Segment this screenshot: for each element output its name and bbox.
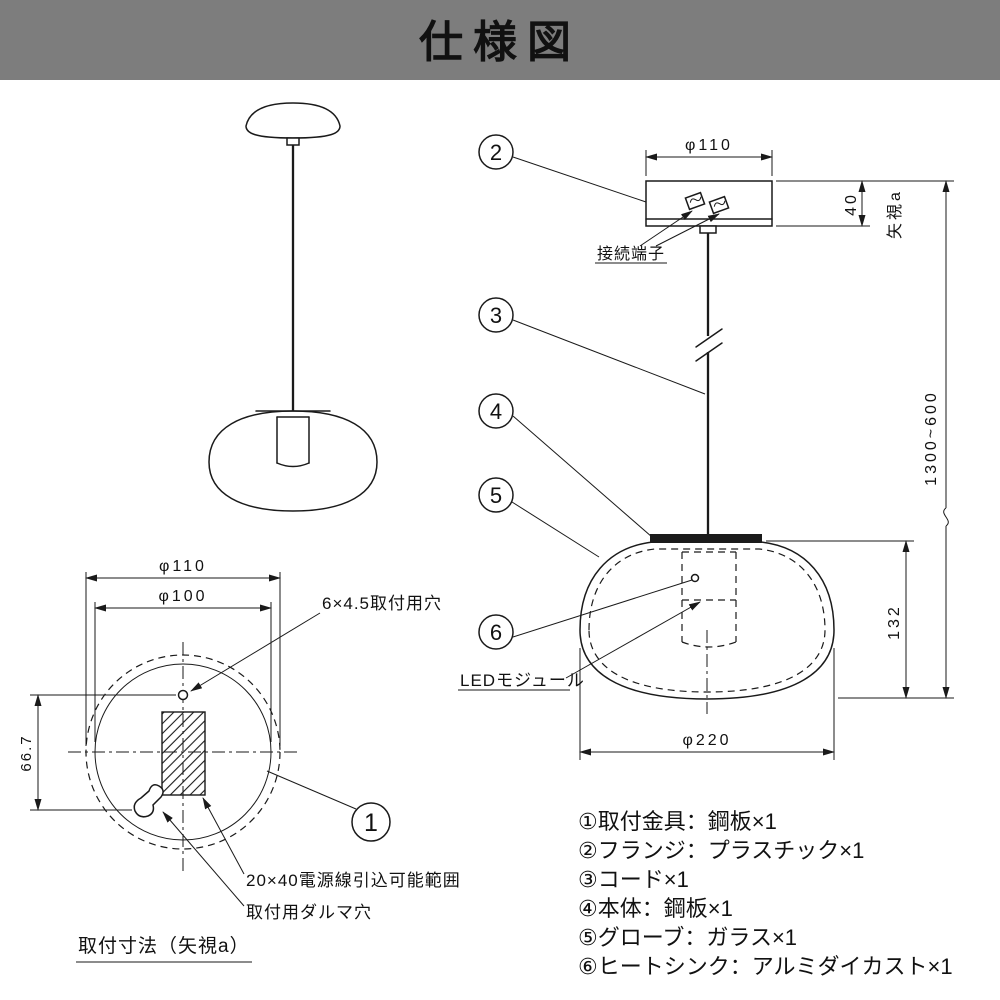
dim-flange-height-text: 40	[843, 192, 860, 216]
parts-list-item: ①取付金具：鋼板×1	[578, 809, 777, 834]
header-bar: 仕様図	[0, 0, 1000, 80]
dim-body-diameter: φ220	[579, 648, 835, 760]
canopy-outline	[245, 102, 341, 139]
terminal-callout: 接続端子	[595, 210, 720, 264]
detail-view: 接続端子 φ110 40 矢視a	[458, 134, 954, 760]
parts-list-item: ⑥ヒートシンク：アルミダイカスト×1	[578, 954, 953, 979]
lamp-body	[579, 534, 835, 714]
dim-hole-offset-text: 66.7	[18, 734, 35, 771]
dim-break-symbol	[943, 507, 949, 527]
dharma-label: 取付用ダルマ穴	[246, 903, 372, 922]
side-view	[208, 102, 378, 512]
terminal-label: 接続端子	[597, 245, 665, 263]
parts-list-item: ⑤グローブ：ガラス×1	[578, 925, 797, 950]
hole-callout: 6×4.5取付用穴	[190, 594, 442, 692]
glass-inner-dashed	[588, 548, 826, 693]
svg-text:1: 1	[364, 809, 378, 837]
mount-outer-circle	[85, 654, 281, 850]
svg-text:6: 6	[490, 620, 502, 645]
header-background	[0, 0, 1000, 80]
dim-mount-outer: φ110	[85, 558, 281, 746]
heatsink-dashed	[681, 551, 737, 648]
callout-5: 5	[478, 477, 600, 558]
terminal-icon-2	[708, 195, 730, 215]
dim-overall-text: 1300~600	[923, 390, 940, 486]
mount-caption-text: 取付寸法（矢視a）	[78, 935, 250, 957]
svg-text:4: 4	[490, 399, 502, 424]
svg-text:3: 3	[490, 303, 502, 328]
page-title: 仕様図	[419, 18, 581, 67]
dim-body-diameter-text: φ220	[682, 732, 731, 749]
dim-mount-outer-text: φ110	[159, 558, 207, 575]
dim-mount-plate-text: φ100	[158, 588, 207, 605]
callout-3: 3	[478, 297, 706, 395]
parts-list-item: ③コード×1	[578, 867, 689, 892]
dharma-hole	[133, 784, 164, 818]
mount-view-caption: 取付寸法（矢視a）	[76, 935, 252, 963]
socket-side	[276, 416, 310, 468]
dim-mount-plate: φ100	[94, 588, 272, 742]
dim-flange-height: 40	[776, 180, 954, 227]
led-point-marker	[690, 573, 700, 583]
dim-body-height: 132	[766, 540, 914, 699]
parts-list-item: ②フランジ：プラスチック×1	[578, 838, 864, 863]
dim-flange-diameter-text: φ110	[685, 137, 733, 154]
dim-overall-length: 1300~600	[838, 180, 954, 699]
callout-6: 6	[478, 579, 693, 650]
dim-hole-offset: 66.7	[18, 694, 176, 811]
mount-view: φ110 φ100 66.7 6×4.5取付用穴 20×40電源線引込可能範囲 …	[18, 558, 461, 963]
callout-2: 2	[478, 134, 647, 203]
power-area-hatch	[161, 711, 206, 796]
svg-text:2: 2	[490, 140, 502, 165]
flange-cord-nub	[699, 225, 717, 234]
dharma-callout: 取付用ダルマ穴	[162, 811, 372, 922]
cord-break-mark	[695, 342, 723, 362]
led-module-label: LEDモジュール	[460, 671, 585, 690]
flange-outline	[645, 180, 773, 227]
callout-1: 1	[266, 770, 391, 842]
power-area-label: 20×40電源線引込可能範囲	[246, 871, 461, 890]
led-module-callout: LEDモジュール	[458, 601, 701, 691]
svg-text:5: 5	[490, 483, 502, 508]
power-area-callout: 20×40電源線引込可能範囲	[202, 797, 461, 890]
mount-plate-circle	[94, 663, 272, 841]
mount-plate-bar	[650, 534, 762, 543]
parts-list: ①取付金具：鋼板×1 ②フランジ：プラスチック×1 ③コード×1 ④本体：鋼板×…	[578, 809, 953, 979]
dim-flange-diameter: φ110	[645, 137, 773, 176]
mount-hole	[177, 689, 189, 701]
cord-break-mark	[695, 328, 723, 348]
cord-detail	[695, 233, 723, 535]
hole-label: 6×4.5取付用穴	[322, 594, 442, 613]
canopy-stem	[286, 137, 300, 146]
globe-outline-side	[208, 410, 378, 512]
dim-body-height-text: 132	[886, 604, 903, 640]
parts-list-item: ④本体：鋼板×1	[578, 896, 733, 921]
arrow-view-label: 矢視a	[886, 189, 904, 239]
glass-outline	[579, 541, 835, 700]
callout-4: 4	[478, 393, 653, 538]
terminal-icon-1	[684, 191, 706, 211]
